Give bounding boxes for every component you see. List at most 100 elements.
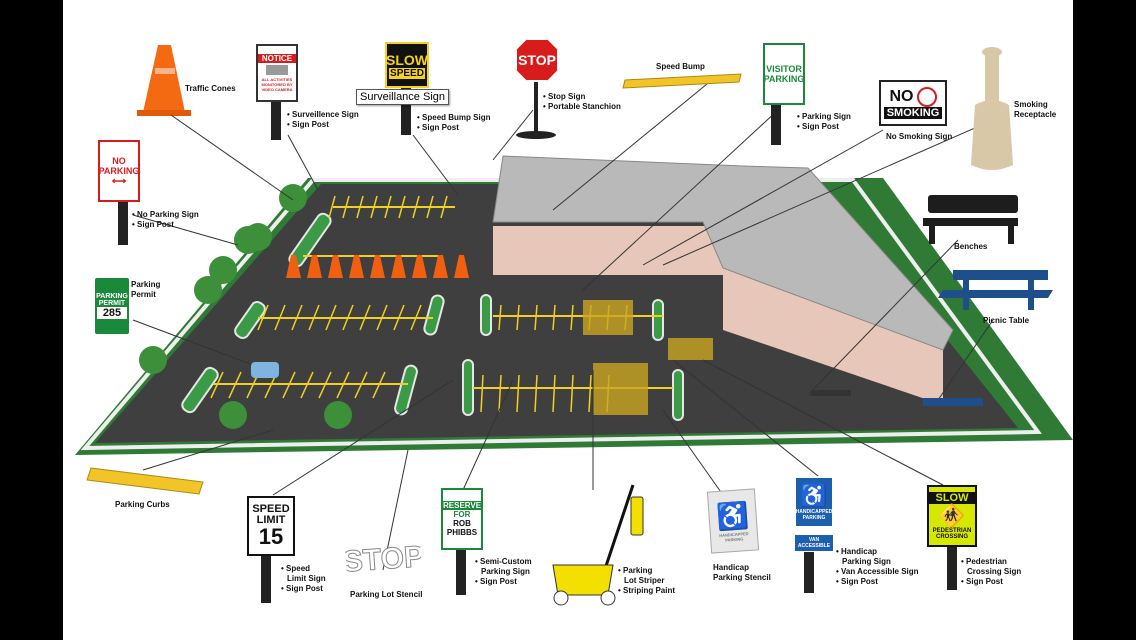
access-aisle bbox=[593, 363, 648, 415]
parking-lot-diagram: NOTICE ALL ACTIVITIES MONITORED BY VIDEO… bbox=[63, 0, 1073, 640]
bench-small bbox=[811, 390, 851, 396]
label-handicap-stencil: Handicap Parking Stencil bbox=[713, 563, 771, 582]
tree bbox=[139, 346, 167, 374]
slow-speed-sign: SLOW SPEED bbox=[385, 42, 429, 88]
tree bbox=[279, 184, 307, 212]
reserved-parking-sign: RESERVED FOR ROB PHIBBS bbox=[441, 488, 483, 550]
cone bbox=[286, 255, 301, 278]
trees bbox=[139, 184, 352, 429]
cone bbox=[307, 255, 322, 278]
stall-line bbox=[588, 374, 592, 413]
smoking-receptacle-icon bbox=[971, 47, 1013, 170]
building-wall-right bbox=[723, 268, 943, 405]
label-speed-bump: Speed Bump bbox=[656, 62, 705, 71]
label-surveillance: • Surveillence Sign • Sign Post bbox=[287, 110, 359, 129]
label-handicap-sign: • Handicap Parking Sign • Van Accessible… bbox=[836, 547, 919, 586]
label-smoking-receptacle: Smoking Receptacle bbox=[1014, 100, 1057, 119]
stall-line bbox=[384, 195, 392, 219]
parking-curb-icon bbox=[86, 467, 204, 495]
tree bbox=[194, 276, 222, 304]
label-ped-crossing: • Pedestrian Crossing Sign • Sign Post bbox=[961, 557, 1022, 586]
stall-line bbox=[300, 371, 314, 399]
cone bbox=[433, 255, 448, 278]
stall-line bbox=[257, 304, 269, 331]
stall-line bbox=[282, 371, 296, 399]
cone bbox=[412, 255, 427, 278]
label-speed-limit: • Speed Limit Sign • Sign Post bbox=[281, 564, 326, 593]
stop-stencil: STOP bbox=[344, 540, 423, 579]
stall-line bbox=[412, 195, 420, 219]
stall-line bbox=[498, 374, 502, 413]
label-picnic-table: Picnic Table bbox=[983, 316, 1030, 325]
stall-line bbox=[336, 371, 350, 399]
handicap-stencil: ♿ HANDICAPPED PARKING bbox=[706, 488, 760, 554]
camera-icon bbox=[266, 65, 288, 75]
stall-line bbox=[516, 304, 520, 331]
stall-line bbox=[356, 195, 364, 219]
stall-line bbox=[308, 304, 320, 331]
stall-line bbox=[534, 374, 538, 413]
cone bbox=[328, 255, 343, 278]
stall-line bbox=[410, 304, 422, 331]
no-parking-sign: NO PARKING ⟷ bbox=[98, 140, 140, 202]
stall-line bbox=[376, 304, 388, 331]
label-parking-sign: • Parking Sign • Sign Post bbox=[797, 112, 851, 131]
pedestrian-crossing-sign: SLOW 🚸 PEDESTRIAN CROSSING bbox=[927, 485, 977, 547]
stall-line bbox=[372, 371, 386, 399]
building-roof bbox=[492, 155, 954, 351]
lot-illustration bbox=[75, 45, 1073, 606]
no-smoking-icon bbox=[916, 87, 937, 107]
stall-line bbox=[328, 195, 336, 219]
stall-line bbox=[516, 374, 520, 413]
stall-line bbox=[291, 304, 303, 331]
lot-striper-icon bbox=[552, 484, 644, 606]
stall-line bbox=[210, 371, 224, 399]
stall-line bbox=[228, 371, 242, 399]
tree bbox=[219, 401, 247, 429]
cone bbox=[349, 255, 364, 278]
handicapped-parking-sign: ♿ HANDICAPPED PARKING bbox=[794, 476, 834, 528]
access-aisle bbox=[583, 300, 633, 335]
label-no-parking: • No Parking Sign • Sign Post bbox=[132, 210, 199, 229]
picnic-table-icon bbox=[938, 270, 1053, 310]
bench-icon bbox=[923, 195, 1018, 244]
stall-line bbox=[359, 304, 371, 331]
traffic-cone-icon bbox=[143, 45, 185, 112]
stall-line bbox=[426, 195, 434, 219]
cone bbox=[370, 255, 385, 278]
picnic-small bbox=[923, 398, 983, 406]
double-arrow-icon: ⟷ bbox=[111, 175, 127, 187]
speed-limit-sign: SPEED LIMIT 15 bbox=[247, 496, 295, 556]
stall-line bbox=[274, 304, 286, 331]
stall-line bbox=[398, 195, 406, 219]
building-wall bbox=[493, 226, 763, 275]
label-semi-custom: • Semi-Custom Parking Sign • Sign Post bbox=[475, 557, 532, 586]
leader-lines bbox=[132, 74, 994, 571]
stall-line bbox=[552, 304, 556, 331]
stall-line bbox=[570, 374, 574, 413]
stall-line bbox=[534, 304, 538, 331]
label-lot-stencil: Parking Lot Stencil bbox=[350, 590, 423, 599]
stall-line bbox=[342, 195, 350, 219]
label-lot-striper: • Parking Lot Striper • Striping Paint bbox=[618, 566, 676, 595]
no-smoking-sign: NO SMOKING bbox=[879, 80, 947, 126]
notice-sign: NOTICE ALL ACTIVITIES MONITORED BY VIDEO… bbox=[256, 44, 298, 102]
stall-line bbox=[354, 371, 368, 399]
stall-line bbox=[325, 304, 337, 331]
hover-tooltip: Surveillance Sign bbox=[356, 89, 449, 105]
speed-bump-icon bbox=[622, 73, 742, 89]
van-accessible-sign: VAN ACCESSIBLE bbox=[794, 534, 834, 552]
stall-line bbox=[318, 371, 332, 399]
label-parking-permit: Parking Permit bbox=[131, 280, 161, 299]
access-aisle bbox=[668, 338, 713, 360]
label-speed-bump-sign: • Speed Bump Sign • Sign Post bbox=[417, 113, 491, 132]
stall-line bbox=[570, 304, 574, 331]
label-stop-sign: • Stop Sign • Portable Stanchion bbox=[543, 92, 621, 111]
tree bbox=[324, 401, 352, 429]
cones-row bbox=[286, 255, 469, 278]
label-parking-curbs: Parking Curbs bbox=[115, 500, 170, 509]
stall-line bbox=[480, 374, 484, 413]
wheelchair-icon: ♿ bbox=[800, 483, 828, 508]
tree bbox=[234, 226, 262, 254]
wheelchair-icon: ♿ bbox=[715, 499, 750, 532]
